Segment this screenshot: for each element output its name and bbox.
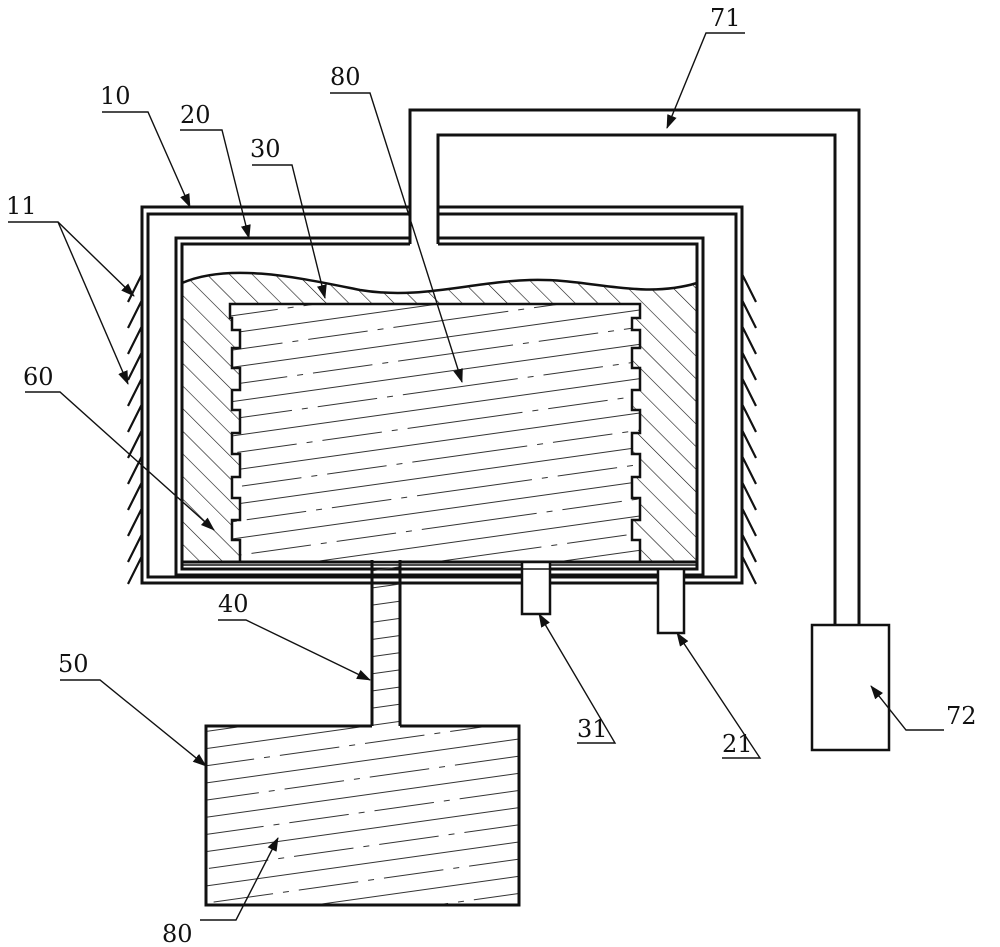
- label-vacuum-pipe: 71: [710, 4, 741, 32]
- label-outer-housing: 10: [100, 82, 131, 110]
- label-liquid-in-reservoir: 80: [162, 920, 193, 947]
- label-heaters: 11: [6, 192, 37, 220]
- label-vacuum-pump: 72: [946, 702, 977, 730]
- label-feed-pipe: 40: [218, 590, 249, 618]
- mold-port: [520, 560, 552, 616]
- heater-coils-left: [127, 273, 143, 585]
- reservoir-tank: [204, 724, 521, 907]
- inner-vessel: [174, 236, 705, 577]
- label-mold: 30: [250, 135, 281, 163]
- inner-vessel-port: [656, 567, 686, 635]
- label-liquid-in-mold: 80: [330, 63, 361, 91]
- label-inner-vessel-port: 21: [722, 730, 753, 758]
- leader-lines: [8, 32, 944, 921]
- heater-coils-right: [741, 273, 757, 585]
- label-filler: 60: [23, 363, 54, 391]
- label-reservoir: 50: [58, 650, 89, 678]
- vacuum-pipe: [408, 108, 861, 625]
- label-mold-port: 31: [577, 715, 608, 743]
- mold-cavity: [228, 302, 642, 564]
- vacuum-pump: [810, 623, 891, 752]
- label-inner-vessel: 20: [180, 101, 211, 129]
- feed-pipe: [370, 560, 402, 726]
